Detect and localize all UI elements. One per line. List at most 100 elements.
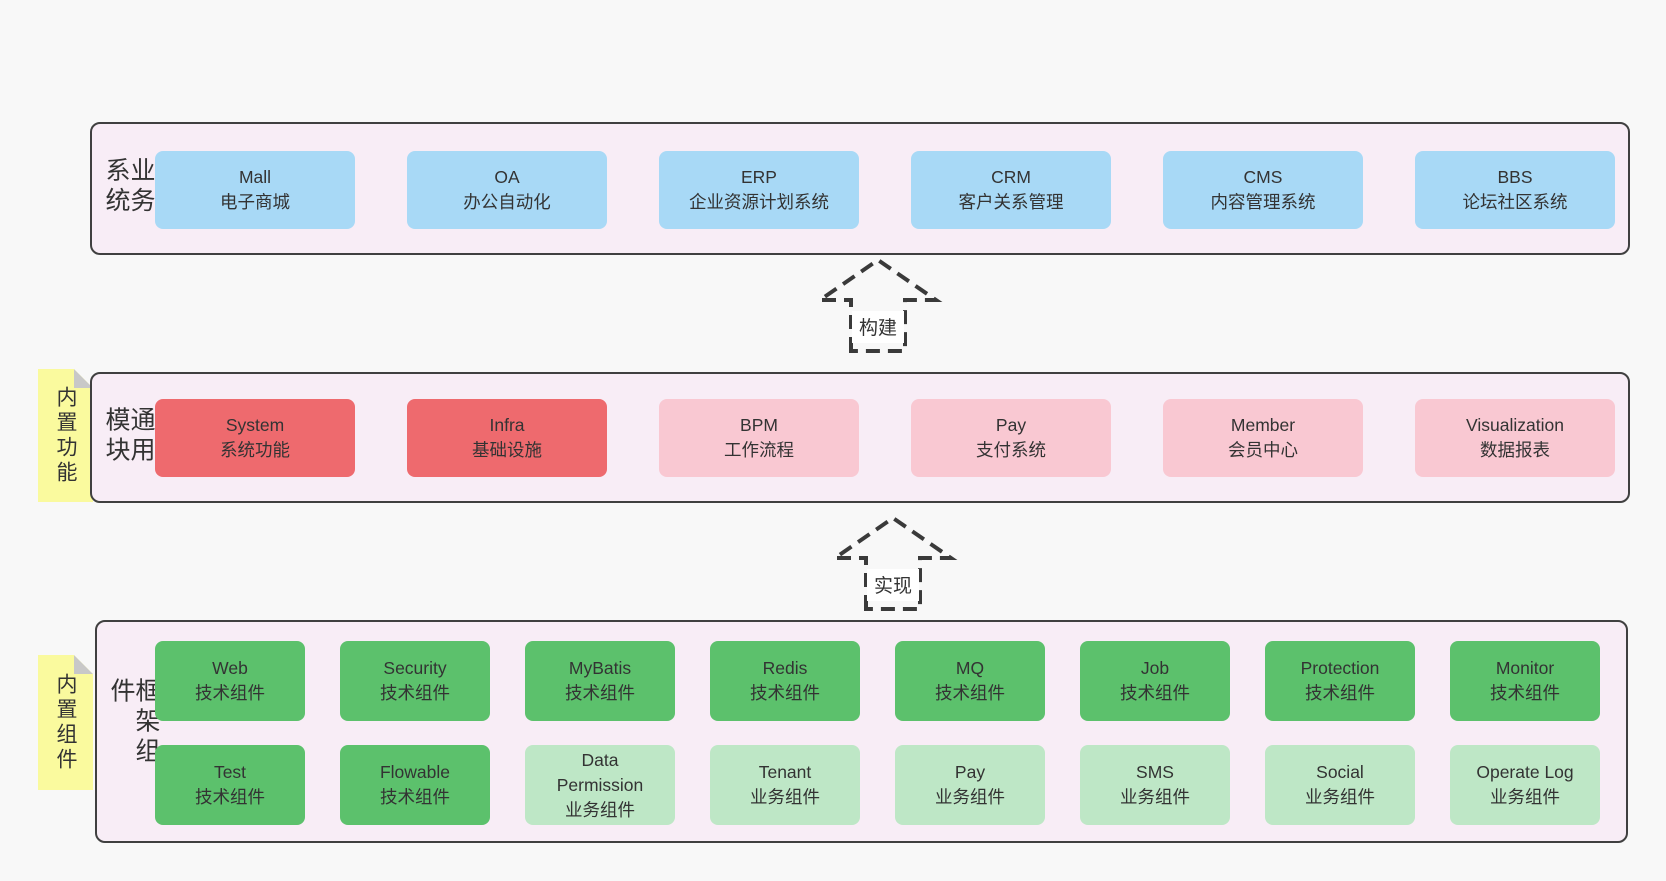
node-title: Web (212, 658, 248, 678)
node-title: Redis (762, 658, 808, 678)
node-cms: CMS 内容管理系统 (1163, 151, 1363, 229)
node-security: Security 技术组件 (340, 641, 490, 721)
node-operate-log: Operate Log 业务组件 (1450, 745, 1600, 825)
node-subtitle: 办公自动化 (463, 192, 551, 212)
node-title: Operate Log (1476, 762, 1574, 782)
node-title: BPM (740, 415, 778, 435)
node-mybatis: MyBatis 技术组件 (525, 641, 675, 721)
node-subtitle: 论坛社区系统 (1462, 192, 1568, 212)
node-title: Monitor (1495, 658, 1555, 678)
node-subtitle: 业务组件 (1490, 787, 1560, 807)
node-title: Mall (238, 167, 272, 187)
node-title: MyBatis (568, 658, 632, 678)
node-subtitle: 支付系统 (976, 440, 1046, 460)
builtin-features-sticky: 内置功能 (38, 369, 93, 502)
node-title: Member (1230, 415, 1296, 435)
node-pay: Pay 支付系统 (911, 399, 1111, 477)
node-flowable: Flowable 技术组件 (340, 745, 490, 825)
node-title: Data Permission (556, 749, 644, 795)
node-subtitle: 工作流程 (724, 440, 794, 460)
builtin-features-sticky-label: 内置功能 (54, 385, 77, 486)
node-protection: Protection 技术组件 (1265, 641, 1415, 721)
node-title: Flowable (379, 762, 451, 782)
node-subtitle: 企业资源计划系统 (689, 192, 829, 212)
node-sms: SMS 业务组件 (1080, 745, 1230, 825)
modules-panel-label: 通用模块 (102, 405, 155, 466)
node-subtitle: 数据报表 (1480, 440, 1550, 460)
business-panel-label: 业务系统 (102, 156, 155, 217)
node-subtitle: 技术组件 (1490, 683, 1560, 703)
node-social: Social 业务组件 (1265, 745, 1415, 825)
node-subtitle: 内容管理系统 (1210, 192, 1316, 212)
node-subtitle: 技术组件 (380, 787, 450, 807)
node-redis: Redis 技术组件 (710, 641, 860, 721)
builtin-components-sticky-label: 内置组件 (54, 672, 77, 773)
node-title: SMS (1136, 762, 1174, 782)
node-oa: OA 办公自动化 (407, 151, 607, 229)
node-bbs: BBS 论坛社区系统 (1415, 151, 1615, 229)
node-title: Tenant (758, 762, 812, 782)
node-monitor: Monitor 技术组件 (1450, 641, 1600, 721)
node-subtitle: 技术组件 (750, 683, 820, 703)
node-subtitle: 业务组件 (1305, 787, 1375, 807)
node-test: Test 技术组件 (155, 745, 305, 825)
node-title: CMS (1243, 167, 1283, 187)
node-tenant: Tenant 业务组件 (710, 745, 860, 825)
node-title: Social (1316, 762, 1364, 782)
node-subtitle: 技术组件 (380, 683, 450, 703)
node-subtitle: 技术组件 (1120, 683, 1190, 703)
modules-boxes-row: System 系统功能 Infra 基础设施 BPM 工作流程 Pay 支付系统… (155, 399, 1615, 477)
node-mq: MQ 技术组件 (895, 641, 1045, 721)
node-system: System 系统功能 (155, 399, 355, 477)
node-visualization: Visualization 数据报表 (1415, 399, 1615, 477)
node-subtitle: 业务组件 (565, 799, 635, 820)
components-row-2: Test 技术组件 Flowable 技术组件 Data Permission … (155, 745, 1600, 825)
node-title: MQ (955, 658, 985, 678)
node-subtitle: 基础设施 (472, 440, 542, 460)
node-title: CRM (991, 167, 1031, 187)
node-title: ERP (741, 167, 777, 187)
node-subtitle: 技术组件 (565, 683, 635, 703)
node-title: Infra (489, 415, 525, 435)
node-subtitle: 业务组件 (935, 787, 1005, 807)
node-title: Test (213, 762, 247, 782)
node-subtitle: 业务组件 (750, 787, 820, 807)
node-subtitle: 技术组件 (195, 683, 265, 703)
node-crm: CRM 客户关系管理 (911, 151, 1111, 229)
node-erp: ERP 企业资源计划系统 (659, 151, 859, 229)
node-title: OA (494, 167, 520, 187)
framework-components-panel: 框架组件 Web 技术组件 Security 技术组件 MyBatis 技术组件… (95, 620, 1628, 843)
node-subtitle: 技术组件 (1305, 683, 1375, 703)
sticky-fold-icon (74, 655, 93, 674)
components-panel-label: 框架组件 (107, 676, 160, 767)
build-arrow-label: 构建 (859, 317, 897, 339)
node-job: Job 技术组件 (1080, 641, 1230, 721)
node-subtitle: 业务组件 (1120, 787, 1190, 807)
node-pay-business: Pay 业务组件 (895, 745, 1045, 825)
business-boxes-row: Mall 电子商城 OA 办公自动化 ERP 企业资源计划系统 CRM 客户关系… (155, 151, 1615, 229)
node-title: Security (383, 658, 447, 678)
node-title: Pay (954, 762, 986, 782)
node-subtitle: 会员中心 (1228, 440, 1298, 460)
node-title: System (225, 415, 285, 435)
node-subtitle: 技术组件 (195, 787, 265, 807)
node-web: Web 技术组件 (155, 641, 305, 721)
node-subtitle: 系统功能 (220, 440, 290, 460)
implement-arrow-icon: 实现 (828, 515, 958, 611)
implement-arrow-label: 实现 (874, 575, 912, 597)
node-title: BBS (1497, 167, 1533, 187)
node-data-permission: Data Permission 业务组件 (525, 745, 675, 825)
node-subtitle: 技术组件 (935, 683, 1005, 703)
node-bpm: BPM 工作流程 (659, 399, 859, 477)
node-title: Visualization (1466, 415, 1564, 435)
common-modules-panel: 通用模块 System 系统功能 Infra 基础设施 BPM 工作流程 Pay… (90, 372, 1630, 503)
components-row-1: Web 技术组件 Security 技术组件 MyBatis 技术组件 Redi… (155, 641, 1600, 721)
node-member: Member 会员中心 (1163, 399, 1363, 477)
node-mall: Mall 电子商城 (155, 151, 355, 229)
business-systems-panel: 业务系统 Mall 电子商城 OA 办公自动化 ERP 企业资源计划系统 CRM… (90, 122, 1630, 255)
node-subtitle: 客户关系管理 (958, 192, 1064, 212)
build-arrow-icon: 构建 (813, 257, 943, 353)
builtin-components-sticky: 内置组件 (38, 655, 93, 790)
node-title: Job (1140, 658, 1170, 678)
